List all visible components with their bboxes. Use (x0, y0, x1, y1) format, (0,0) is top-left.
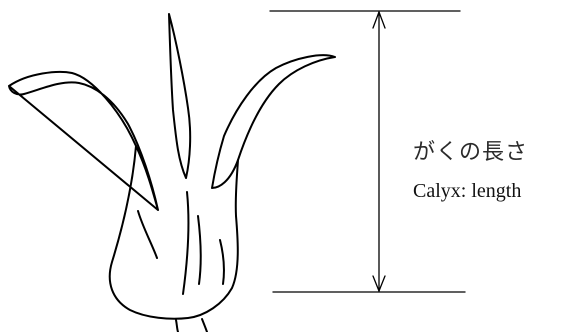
pedicel (175, 318, 208, 332)
calyx-length-label-japanese: がくの長さ (413, 140, 529, 165)
center-sepal (168, 13, 192, 179)
calyx-vein-4 (219, 239, 225, 285)
calyx-vein-2 (182, 191, 190, 295)
right-sepal (211, 54, 336, 189)
calyx-tube (108, 145, 239, 320)
calyx-length-label-english: Calyx: length (413, 180, 522, 202)
calyx-vein-1 (137, 210, 158, 259)
calyx-vein-3 (197, 215, 202, 285)
calyx-illustration (8, 13, 336, 332)
left-sepal (8, 70, 159, 211)
measurement-guides (269, 10, 466, 293)
top-arrowhead-icon (372, 11, 386, 29)
bottom-arrowhead-icon (372, 275, 386, 292)
